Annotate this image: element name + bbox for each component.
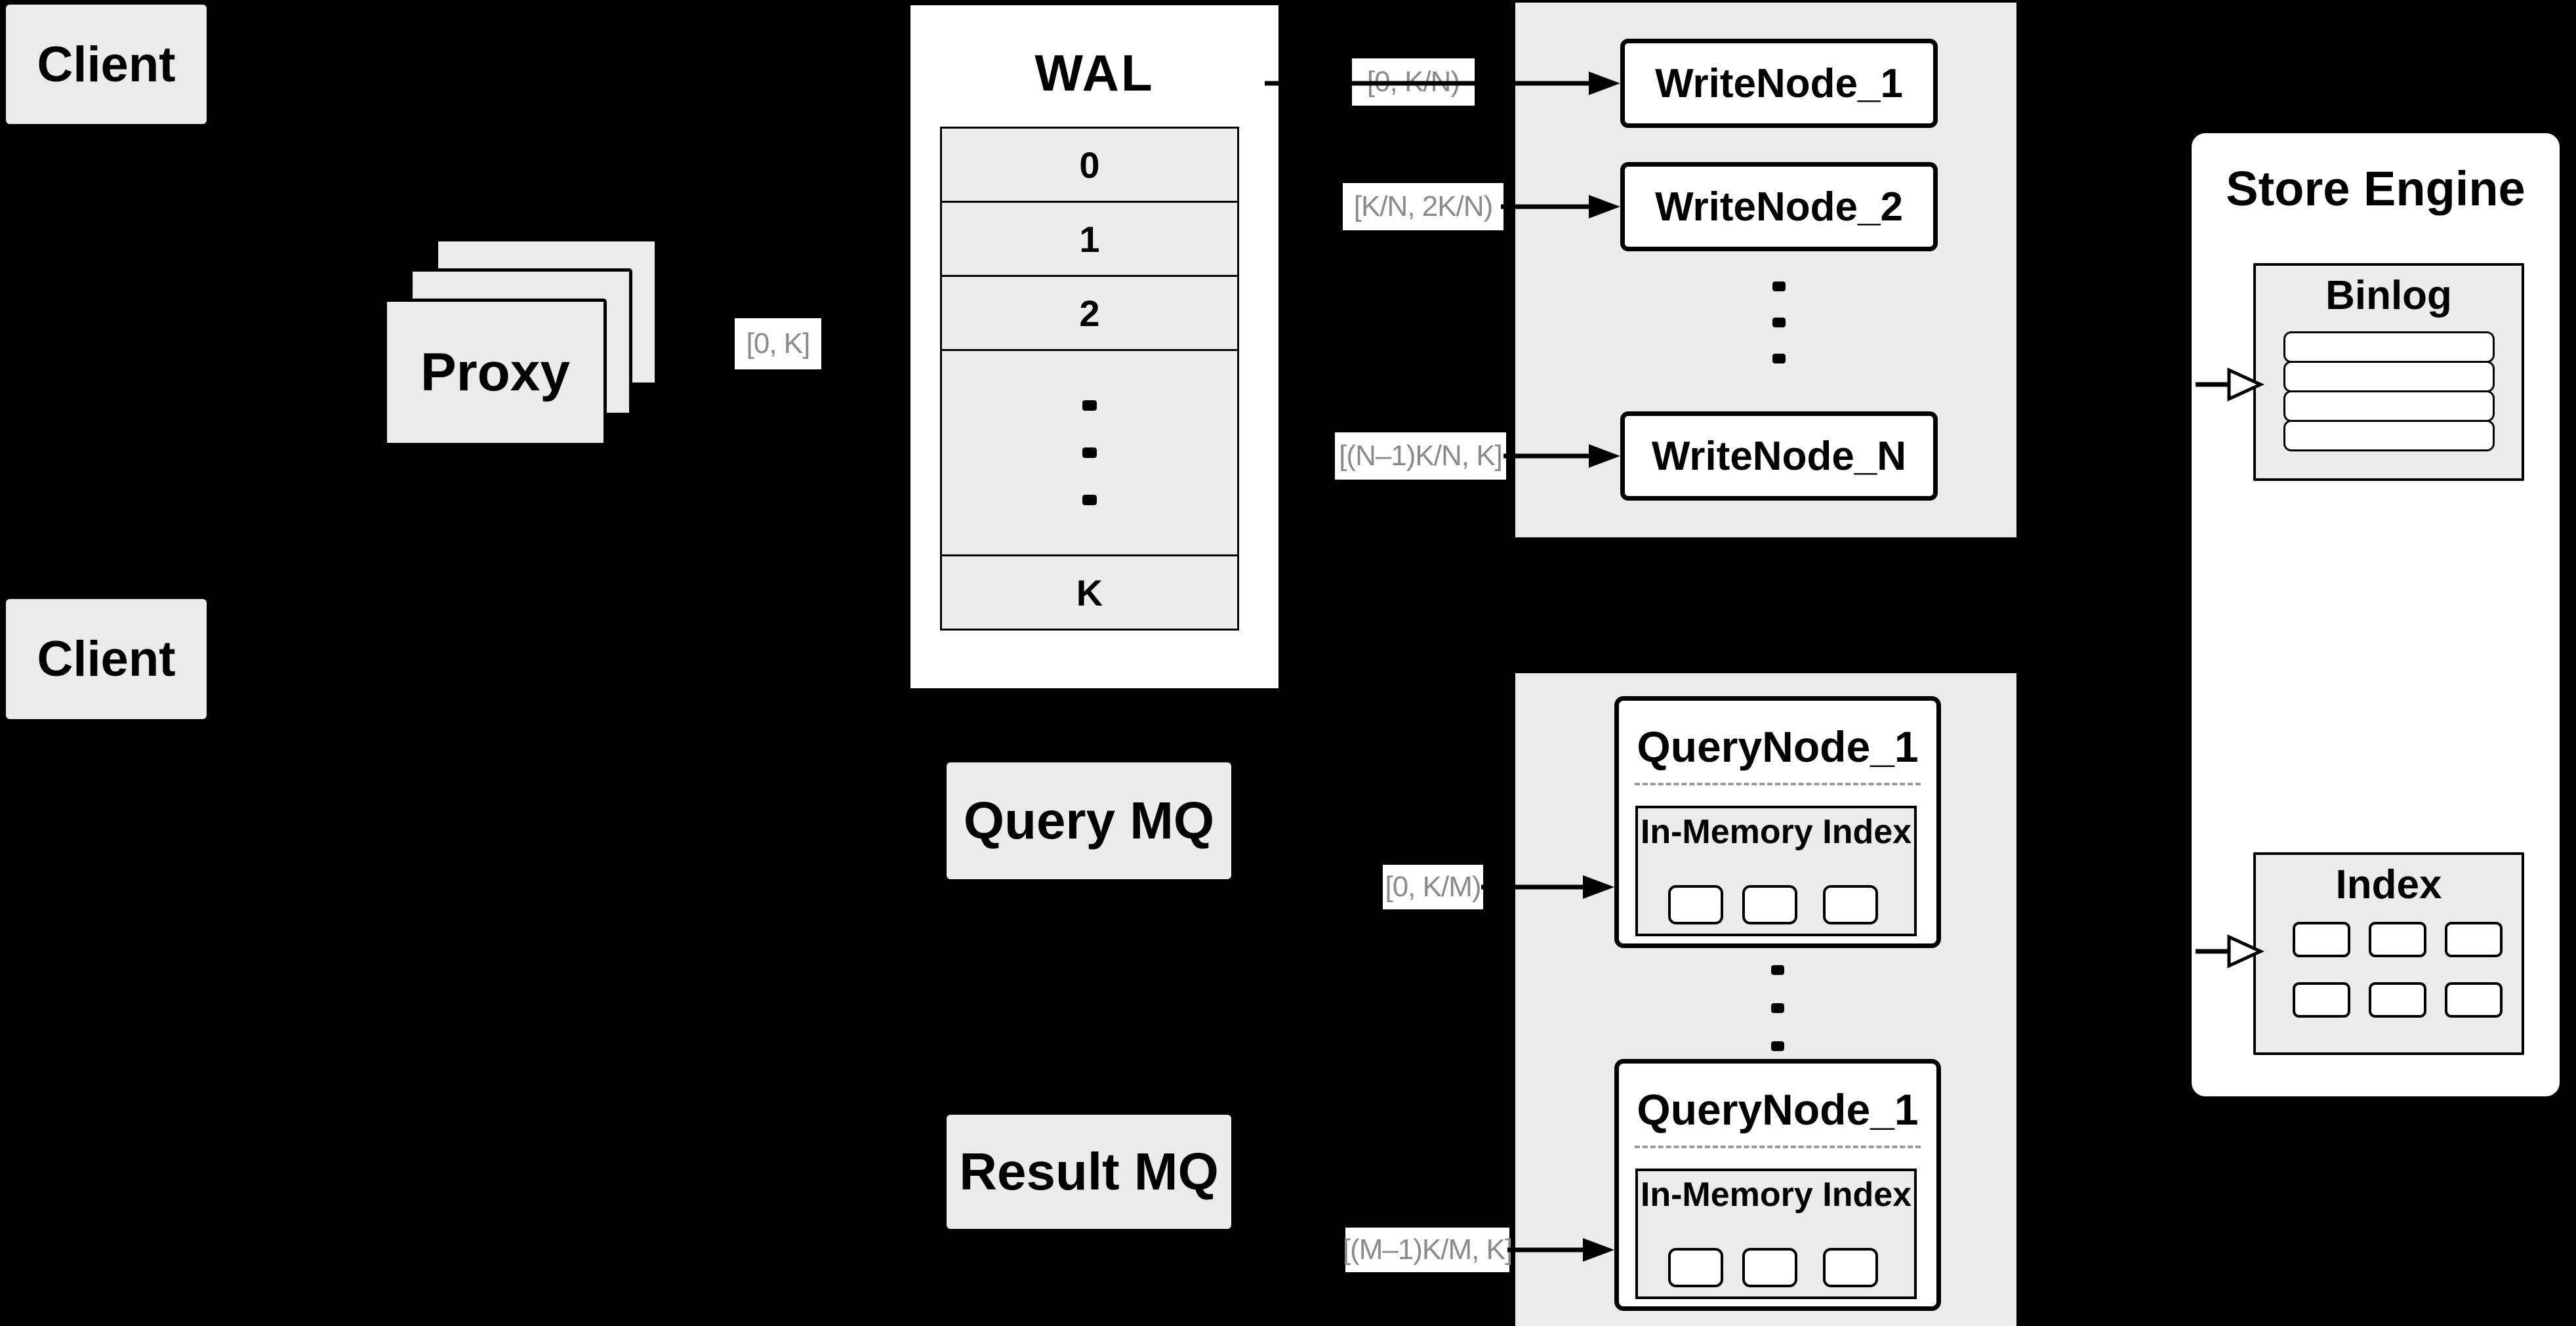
writenode-n-box: WriteNode_N — [1620, 411, 1938, 501]
querynode-1-box: QueryNode_1 In-Memory Index — [1614, 696, 1941, 948]
result-mq-box: Result MQ — [947, 1115, 1231, 1229]
binlog-row — [2283, 390, 2495, 422]
index-cell — [2293, 922, 2350, 957]
index-cell — [2445, 982, 2503, 1018]
wal-table: 0 1 2 K — [940, 127, 1239, 631]
writenode-2-box: WriteNode_2 — [1620, 162, 1938, 251]
index-title: Index — [2335, 862, 2442, 907]
memory-segment-cell — [1668, 885, 1723, 924]
querynode-1-label: QueryNode_1 — [1637, 722, 1919, 771]
range-label-writenode-2: [K/N, 2K/N) — [1343, 183, 1503, 230]
client-bottom-label: Client — [37, 631, 176, 687]
querynode-m-divider — [1635, 1146, 1921, 1148]
wal-row-0: 0 — [942, 129, 1237, 203]
range-label-querynode-m-text: [(M–1)K/M, K] — [1342, 1233, 1513, 1266]
range-label-querynode-1-text: [0, K/M) — [1385, 871, 1481, 903]
querynode-1-divider — [1635, 783, 1921, 785]
wal-panel: WAL 0 1 2 K — [909, 3, 1280, 690]
query-mq-box: Query MQ — [947, 762, 1231, 879]
querynode-m-label: QueryNode_1 — [1637, 1085, 1919, 1134]
result-mq-label: Result MQ — [959, 1142, 1219, 1201]
memory-segment-cell — [1668, 1248, 1723, 1287]
range-label-proxy-wal: [0, K] — [735, 318, 821, 369]
store-engine-title: Store Engine — [2226, 161, 2525, 216]
client-top-box: Client — [6, 5, 207, 124]
index-cell — [2445, 922, 2503, 957]
range-label-writenode-2-text: [K/N, 2K/N) — [1353, 190, 1493, 222]
querynode-m-box: QueryNode_1 In-Memory Index — [1614, 1059, 1941, 1311]
in-memory-index-label: In-Memory Index — [1640, 813, 1912, 851]
client-top-label: Client — [37, 36, 176, 93]
range-label-writenode-n: [(N–1)K/N, K] — [1335, 432, 1506, 480]
binlog-rows — [2283, 331, 2495, 451]
wal-row-1: 1 — [942, 203, 1237, 277]
wal-row-k: K — [942, 556, 1237, 629]
proxy-label: Proxy — [420, 342, 570, 402]
writenode-2-label: WriteNode_2 — [1655, 184, 1903, 230]
writenode-n-label: WriteNode_N — [1651, 433, 1907, 479]
memory-segment-cell — [1742, 1248, 1797, 1287]
range-label-proxy-wal-text: [0, K] — [746, 327, 811, 360]
index-box: Index — [2253, 852, 2524, 1055]
index-cell — [2293, 982, 2350, 1018]
in-memory-index-box: In-Memory Index — [1635, 1169, 1917, 1299]
range-label-writenode-1: [0, K/N) — [1352, 58, 1475, 106]
writenode-1-box: WriteNode_1 — [1620, 39, 1938, 128]
index-cell — [2369, 922, 2426, 957]
range-label-querynode-1: [0, K/M) — [1383, 865, 1483, 909]
binlog-title: Binlog — [2325, 273, 2452, 318]
range-label-querynode-m: [(M–1)K/M, K] — [1342, 1228, 1513, 1272]
memory-segment-cell — [1823, 885, 1878, 924]
writenode-1-label: WriteNode_1 — [1655, 60, 1903, 106]
memory-segment-cell — [1823, 1248, 1878, 1287]
in-memory-index-label: In-Memory Index — [1640, 1176, 1912, 1214]
store-engine-panel: Store Engine Binlog Index — [2190, 131, 2562, 1098]
binlog-row — [2283, 420, 2495, 451]
wal-ellipsis-icon — [942, 351, 1237, 556]
range-label-writenode-n-text: [(N–1)K/N, K] — [1339, 440, 1503, 472]
wal-row-2: 2 — [942, 277, 1237, 351]
in-memory-index-box: In-Memory Index — [1635, 806, 1917, 936]
binlog-row — [2283, 331, 2495, 363]
index-cell — [2369, 982, 2426, 1018]
memory-segment-cell — [1742, 885, 1797, 924]
wal-title: WAL — [1034, 44, 1155, 102]
client-bottom-box: Client — [6, 599, 207, 719]
binlog-box: Binlog — [2253, 263, 2524, 481]
binlog-row — [2283, 361, 2495, 392]
proxy-box: Proxy — [384, 299, 607, 446]
range-label-writenode-1-text: [0, K/N) — [1366, 66, 1460, 98]
query-mq-label: Query MQ — [963, 791, 1215, 850]
